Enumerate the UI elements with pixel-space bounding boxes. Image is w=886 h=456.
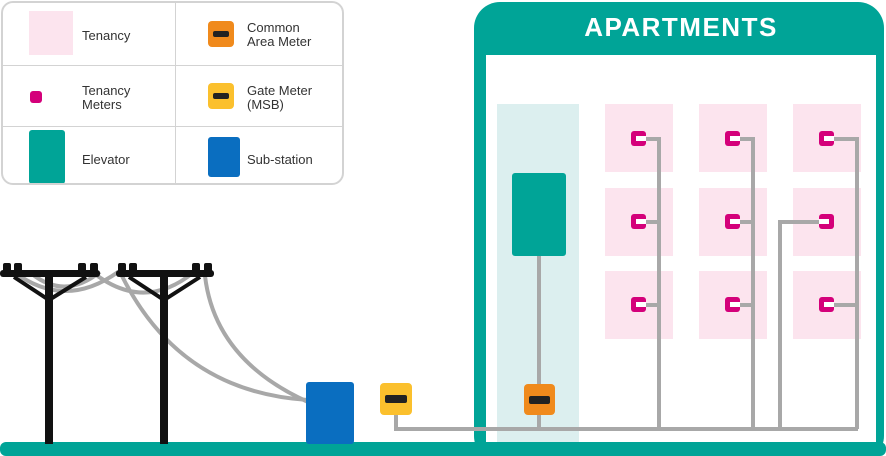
legend-divider <box>3 126 342 127</box>
legend-divider <box>3 65 342 66</box>
common-area-meter-legend-icon <box>208 21 234 47</box>
utility-pole <box>116 263 214 444</box>
riser-wire-4 <box>778 220 827 429</box>
tenancy-legend-label: Tenancy <box>82 28 131 43</box>
elevator-legend-label: Elevator <box>82 152 130 167</box>
tenancy-units <box>605 104 861 339</box>
gate-meter-legend-icon <box>208 83 234 109</box>
tenancy-meter-legend-icon <box>30 91 42 103</box>
tenancy-legend-swatch <box>29 11 73 55</box>
substation <box>306 382 354 444</box>
ground-line <box>0 442 886 456</box>
utility-pole <box>0 263 100 444</box>
tenancy-meters <box>631 131 834 312</box>
elevator-legend-icon <box>29 130 65 183</box>
tenancy-meters-legend-label: Tenancy Meters <box>82 83 131 112</box>
building-title: APARTMENTS <box>584 12 778 42</box>
common-area-meter <box>524 384 555 415</box>
riser-wire-3 <box>827 137 859 429</box>
legend: Tenancy Common Area Meter Tenancy Meters… <box>1 1 344 185</box>
gate-meter-legend-label: Gate Meter (MSB) <box>247 83 313 112</box>
substation-legend-label: Sub-station <box>247 152 313 167</box>
substation-legend-icon <box>208 137 240 177</box>
legend-divider <box>175 3 176 183</box>
elevator <box>512 173 566 256</box>
gate-meter <box>380 383 412 415</box>
common-area-meter-legend-label: Common Area Meter <box>247 20 312 49</box>
